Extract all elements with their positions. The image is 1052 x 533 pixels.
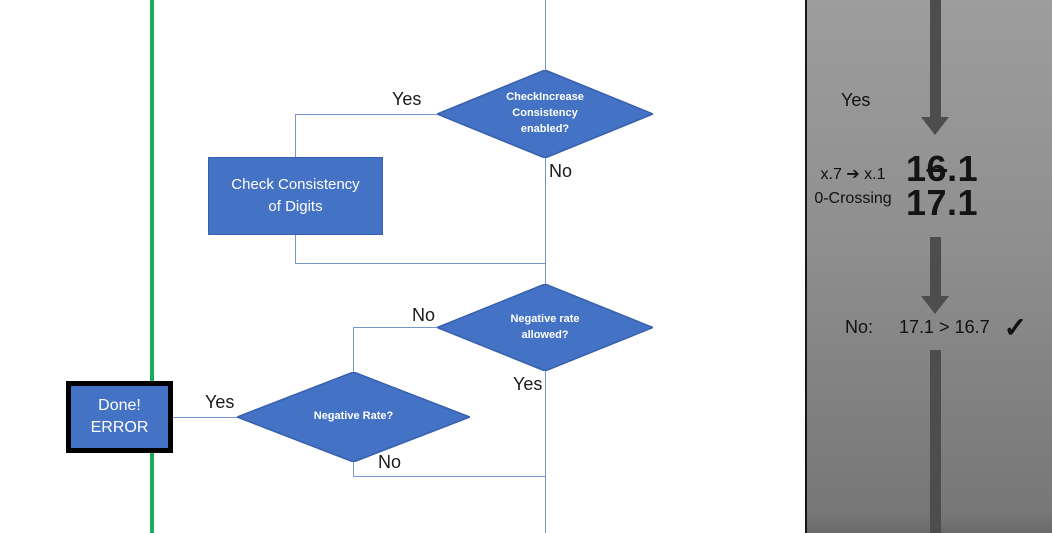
decision-negative-rate-allowed: Negative rate allowed?	[437, 284, 653, 371]
process-check-consistency: Check Consistency of Digits	[208, 157, 383, 235]
panel-old-value: 16.1	[906, 151, 978, 187]
connector-bottom-vertical	[545, 371, 546, 533]
green-vertical-line	[150, 0, 154, 533]
terminal-label: Done! ERROR	[90, 396, 149, 436]
panel-values: 16.1 17.1	[906, 151, 979, 223]
edge-label-yes-mid: Yes	[513, 374, 543, 394]
panel-yes-label: Yes	[841, 90, 871, 110]
panel-annotation-text: x.7 ➔ x.1 0-Crossing	[814, 166, 892, 207]
decision-label: Negative Rate?	[313, 410, 394, 423]
decision-negative-rate: Negative Rate?	[237, 372, 470, 462]
connector-mid-vertical	[545, 158, 546, 284]
connector-yes-horizontal	[295, 114, 437, 115]
flow-arrow-1-shaft	[930, 0, 941, 117]
flow-arrow-2-head	[921, 296, 949, 314]
flow-arrow-3-shaft	[930, 350, 941, 533]
old-value-suffix: .1	[947, 148, 979, 189]
old-value-struck: 6	[926, 148, 948, 189]
connector-no-down	[353, 327, 354, 372]
decision-label: Negative rate allowed?	[510, 312, 580, 341]
edge-label-no-top: No	[549, 161, 573, 181]
terminal-done-error: Done! ERROR	[66, 381, 173, 453]
panel-new-value: 17.1	[906, 182, 979, 223]
decision-check-increase-consistency: CheckIncrease Consistency enabled?	[437, 70, 653, 158]
checkmark-icon: ✓	[1003, 311, 1028, 343]
process-label: Check Consistency of Digits	[231, 175, 360, 216]
diamond-shape	[237, 372, 470, 462]
connector-to-done	[173, 417, 237, 418]
panel-result-comparison: 17.1 > 16.7	[899, 317, 990, 337]
connector-process-down	[295, 235, 296, 264]
panel-result-label: No:	[845, 317, 874, 337]
decision-label: CheckIncrease Consistency enabled?	[506, 91, 584, 135]
connector-negrate-return	[353, 476, 545, 477]
flow-arrow-1-head	[921, 117, 949, 135]
edge-label-yes-top: Yes	[392, 89, 422, 109]
panel-result-row: No: 17.1 > 16.7 ✓	[845, 311, 1028, 343]
edge-label-no-bottom: No	[378, 452, 402, 472]
diamond-shape	[437, 70, 653, 158]
connector-yes-down-to-process	[295, 114, 296, 157]
connector-top-vertical	[545, 0, 546, 70]
edge-label-yes-done: Yes	[205, 392, 235, 412]
connector-process-return	[295, 263, 545, 264]
diamond-shape	[437, 284, 653, 371]
edge-label-no-mid: No	[412, 305, 436, 325]
old-value-prefix: 1	[906, 148, 927, 189]
flow-arrow-2-shaft	[930, 237, 941, 296]
connector-negrate-bottom	[353, 462, 354, 476]
annotation-panel: Yes x.7 ➔ x.1 0-Crossing 16.1 17.1 No: 1…	[805, 0, 1052, 533]
connector-no-horizontal	[353, 327, 437, 328]
